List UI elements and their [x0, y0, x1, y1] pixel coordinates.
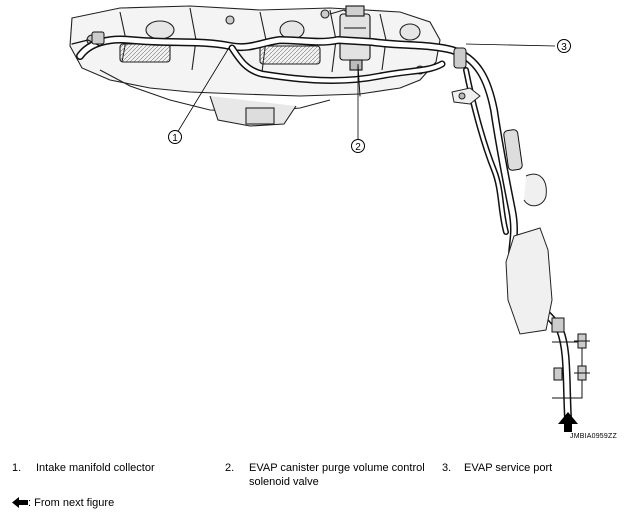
callout-1: 1	[168, 130, 182, 144]
callout-3: 3	[557, 39, 571, 53]
intake-manifold-collector	[69, 5, 441, 127]
legend-text: Intake manifold collector	[36, 462, 155, 474]
legend-number: 2.	[225, 462, 235, 474]
figure-code: JMBIA0959ZZ	[570, 433, 617, 440]
svg-text:2: 2	[355, 142, 361, 153]
hose-bracket	[451, 87, 553, 335]
callout-2: 2	[351, 139, 365, 153]
svg-text:3: 3	[561, 42, 567, 53]
legend-number: 3.	[442, 462, 452, 474]
legend-text: EVAP canister purge volume control solen…	[249, 462, 425, 488]
evap-hose-diagram: 1 2 3	[69, 5, 590, 432]
mounting-studs	[552, 333, 590, 399]
arrow-left-icon	[12, 497, 28, 508]
direction-note: : From next figure	[12, 497, 114, 509]
leader-lines	[176, 43, 556, 143]
legend-number: 1.	[12, 462, 22, 474]
svg-text:1: 1	[172, 133, 178, 144]
hose-clamps	[91, 31, 565, 333]
evap-hoses	[71, 35, 572, 422]
arrow-up-icon	[558, 412, 578, 432]
legend-text: EVAP service port	[464, 462, 553, 474]
direction-note-text: : From next figure	[28, 497, 115, 509]
